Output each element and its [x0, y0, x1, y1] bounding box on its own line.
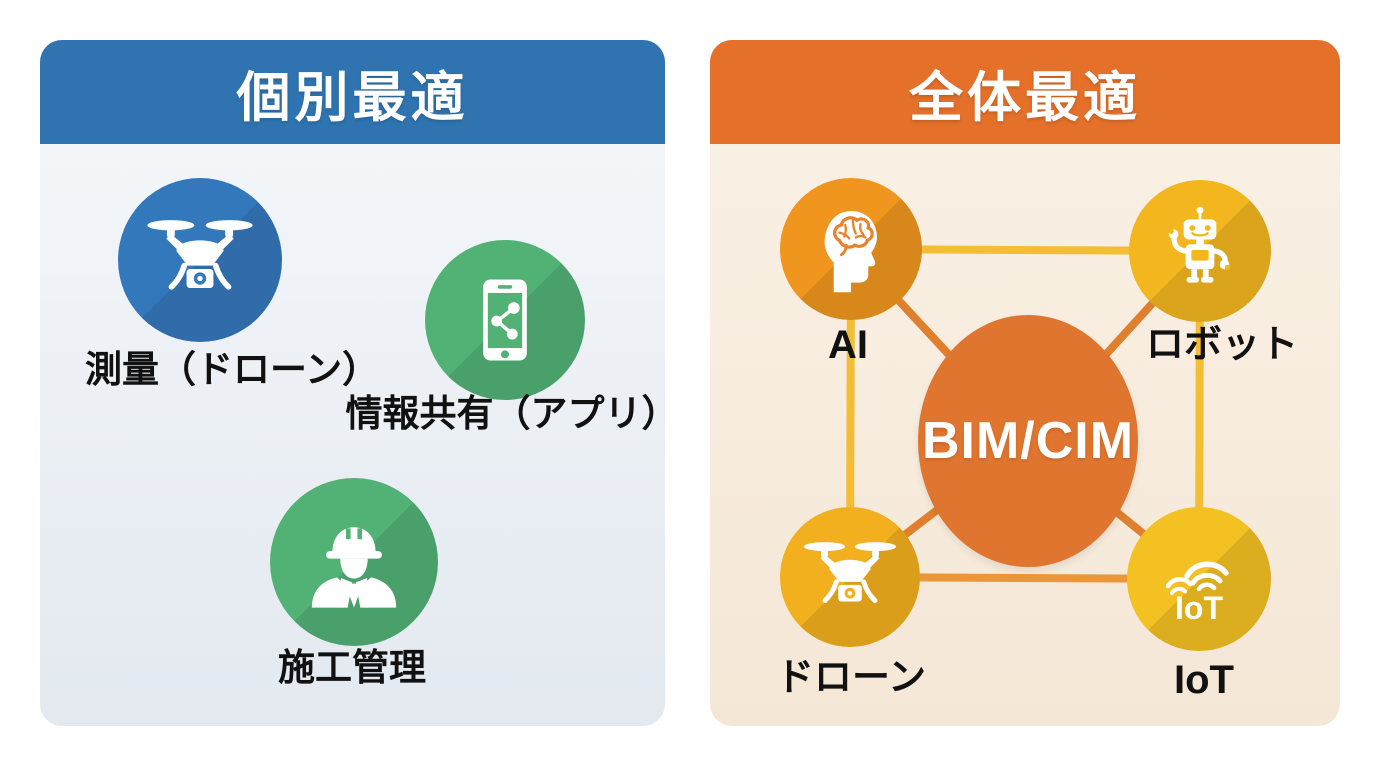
right-panel-header: 全体最適 [710, 40, 1340, 144]
total-optimization-panel: 全体最適 BIM/CIM [710, 40, 1340, 726]
bim-cim-hub-circle: BIM/CIM [918, 315, 1138, 567]
ai-node-circle [780, 178, 922, 320]
drone-icon [803, 542, 897, 603]
ai-label: AI [828, 323, 868, 367]
robot-label: ロボット [1145, 324, 1299, 366]
smartphone-share-icon [483, 279, 527, 361]
drone-label: ドローン [775, 657, 927, 699]
info-sharing-label: 情報共有（アプリ） [345, 393, 679, 434]
ai-brain-head-icon [824, 211, 877, 293]
surveying-drone-label: 測量（ドローン） [85, 349, 380, 390]
surveying-drone-circle [118, 178, 282, 342]
svg-text:IoT: IoT [1175, 590, 1223, 626]
iot-wifi-icon: IoT [1165, 561, 1229, 626]
drone-icon [147, 220, 253, 290]
drone-node-circle [780, 507, 920, 647]
individual-optimization-panel: 個別最適 測量（ドローン） [40, 40, 679, 726]
iot-label: IoT [1174, 658, 1234, 702]
construction-management-label: 施工管理 [278, 647, 426, 688]
iot-node-circle: IoT [1127, 507, 1271, 651]
robot-icon [1168, 206, 1230, 283]
left-panel-header: 個別最適 [40, 40, 665, 144]
construction-management-circle [270, 478, 438, 646]
robot-node-circle [1129, 180, 1271, 322]
right-panel-title: 全体最適 [909, 67, 1141, 128]
bim-cim-label: BIM/CIM [921, 412, 1135, 470]
construction-worker-icon [311, 527, 397, 608]
left-panel-title: 個別最適 [236, 67, 469, 128]
info-sharing-circle [425, 240, 585, 400]
